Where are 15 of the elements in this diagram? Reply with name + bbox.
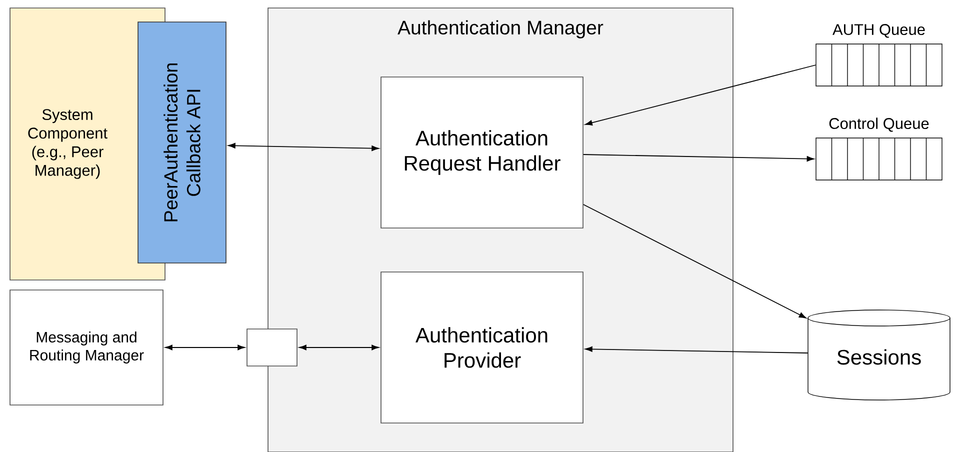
arrow [299, 344, 379, 350]
database-cylinder: Sessions [808, 310, 950, 400]
process-box: Messaging and Routing Manager [10, 290, 164, 406]
process-box [246, 328, 298, 366]
arrow [582, 154, 814, 162]
queue: AUTH Queue [816, 24, 942, 86]
arrow [582, 204, 806, 318]
arrow [584, 64, 816, 126]
arrow [165, 344, 245, 350]
queue: Control Queue [816, 118, 942, 180]
arrow [585, 346, 808, 354]
process-box: Authentication Provider [380, 272, 584, 424]
arrow [228, 142, 379, 152]
api-box: PeerAuthentication Callback API [138, 22, 226, 264]
process-box: Authentication Request Handler [380, 76, 584, 228]
